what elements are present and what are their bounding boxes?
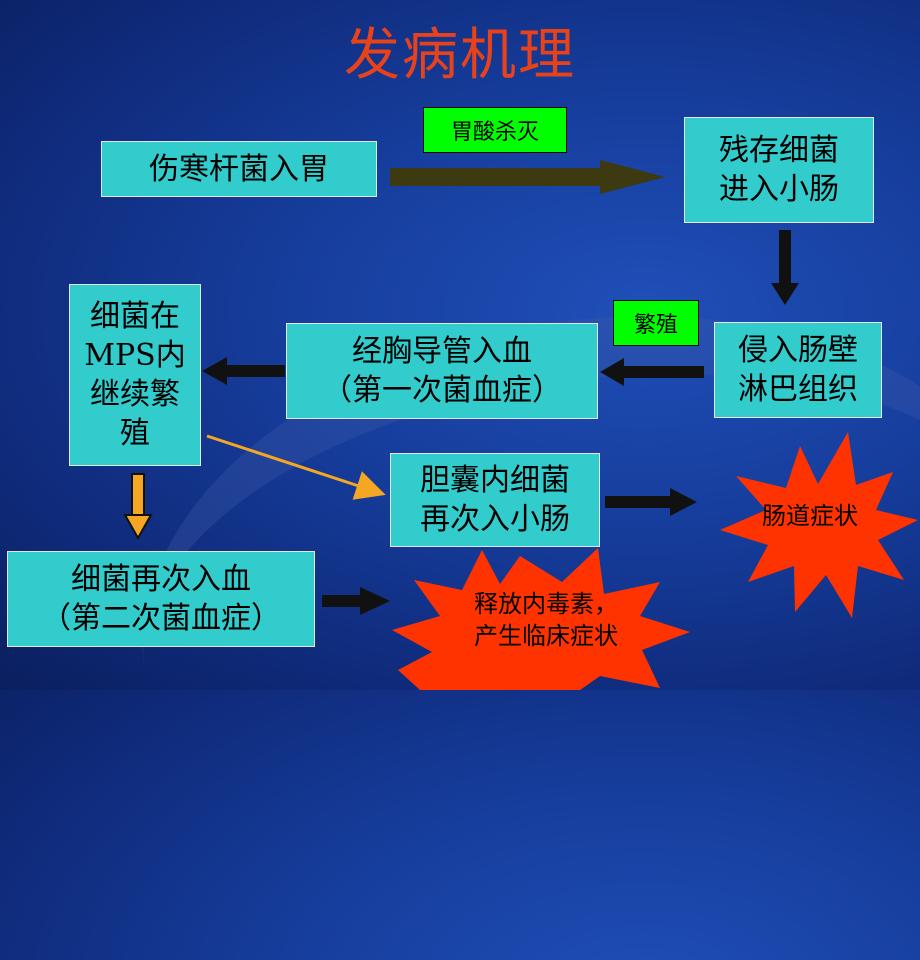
- arrow-survive-to-invade: [771, 230, 799, 305]
- arrow-thoracic-to-mps: [202, 357, 285, 385]
- node-gallbladder: 胆囊内细菌 再次入小肠: [390, 453, 600, 547]
- burst-toxin-label: 释放内毒素， 产生临床症状: [474, 590, 618, 651]
- node-invade-label: 侵入肠壁 淋巴组织: [738, 333, 858, 407]
- node-mps-label: 细菌在 MPS内 继续繁 殖: [84, 299, 186, 451]
- tag-gastric-acid-label: 胃酸杀灭: [450, 120, 539, 145]
- arrow-mps-to-gallbladder: [206, 434, 386, 500]
- tag-proliferation: 繁殖: [613, 300, 699, 346]
- node-invade: 侵入肠壁 淋巴组织: [714, 322, 882, 418]
- arrow-second-to-burst: [322, 587, 390, 615]
- node-survive: 残存细菌 进入小肠: [684, 117, 874, 223]
- node-second-bacteremia: 细菌再次入血 （第二次菌血症）: [7, 551, 315, 647]
- tag-proliferation-label: 繁殖: [633, 313, 678, 338]
- node-thoracic: 经胸导管入血 （第一次菌血症）: [286, 323, 598, 419]
- arrow-gallbladder-to-burst: [605, 488, 697, 516]
- burst-toxin-shape: [392, 548, 690, 690]
- node-mps: 细菌在 MPS内 继续繁 殖: [69, 284, 201, 466]
- node-survive-label: 残存细菌 进入小肠: [719, 133, 839, 207]
- burst-intestinal-shape: [720, 432, 918, 618]
- node-start: 伤寒杆菌入胃: [101, 141, 377, 197]
- arrow-mps-to-second: [123, 473, 153, 541]
- arrow-start-to-survive: [390, 160, 665, 194]
- node-start-label: 伤寒杆菌入胃: [149, 151, 329, 187]
- node-thoracic-label: 经胸导管入血 （第一次菌血症）: [322, 334, 562, 408]
- node-second-label: 细菌再次入血 （第二次菌血症）: [41, 562, 281, 636]
- node-gallbladder-label: 胆囊内细菌 再次入小肠: [420, 463, 570, 537]
- arrow-invade-to-thoracic: [600, 358, 704, 386]
- diagram-connectors: [123, 160, 918, 690]
- page-title: 发病机理: [344, 23, 576, 88]
- burst-intestinal-label: 肠道症状: [762, 502, 858, 530]
- tag-gastric-acid: 胃酸杀灭: [423, 107, 567, 153]
